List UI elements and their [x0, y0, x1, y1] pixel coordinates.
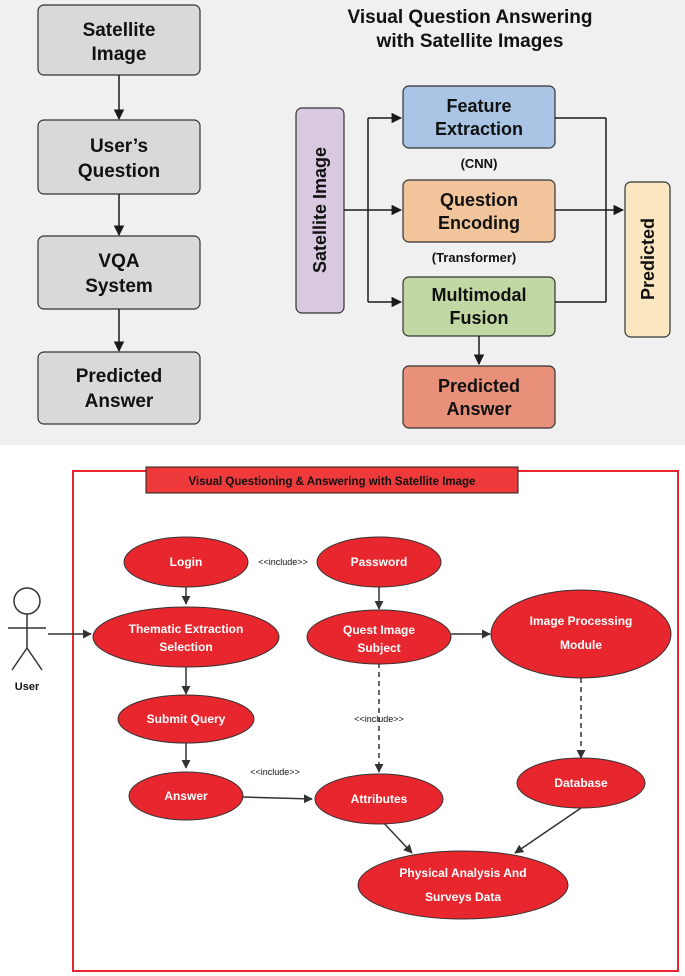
left-box-predicted-answer-line2: Answer [85, 391, 154, 412]
left-box-vqa-system [37, 235, 201, 310]
usecase-thematic-label-2: Selection [159, 640, 212, 654]
usecase-attributes-label: Attributes [351, 792, 408, 806]
satellite-image-input-label: Satellite Image [310, 147, 330, 273]
multimodal-fusion-line1: Multimodal [432, 285, 527, 305]
usecase-physical-analysis [357, 850, 569, 920]
left-box-satellite-image-line1: Satellite [83, 20, 156, 41]
usecase-imageproc-label-1: Image Processing [530, 614, 633, 628]
left-box-users-question-line1: User’s [90, 136, 148, 157]
predicted-output-box [624, 181, 671, 338]
include-label-login-password: <<include>> [258, 557, 308, 567]
usecase-physical-label-2: Surveys Data [425, 890, 501, 904]
usecase-answer [128, 771, 244, 821]
usecase-database [516, 757, 646, 809]
svg-text:with Satellite Images: with Satellite Images [376, 31, 564, 52]
include-label-quest-attributes: <<include>> [354, 714, 404, 724]
usecase-quest-label-1: Quest Image [343, 623, 415, 637]
usecase-connectors [48, 586, 586, 854]
arrow-answer-to-attributes [242, 794, 313, 804]
actor-head [13, 587, 41, 615]
actor-user: User [8, 587, 46, 693]
usecase-thematic-extraction [92, 606, 280, 668]
usecase-login-label: Login [170, 555, 203, 569]
predicted-answer-line1: Predicted [438, 376, 520, 396]
right-architecture: Satellite Image Feature Extraction (CNN)… [295, 85, 671, 429]
usecase-title-bar [145, 466, 519, 494]
left-box-users-question-line2: Question [78, 161, 160, 182]
usecase-title: Visual Questioning & Answering with Sate… [189, 476, 476, 488]
arrow-database-to-physical [514, 807, 582, 854]
usecase-quest-label-2: Subject [357, 641, 400, 655]
feature-extraction-box [402, 85, 556, 149]
left-flow: Satellite Image User’s Question VQA Syst… [37, 4, 201, 425]
question-encoding-line2: Encoding [438, 213, 520, 233]
usecase-frame: Visual Questioning & Answering with Sate… [72, 466, 679, 972]
svg-text:Visual Question Answering: Visual Question Answering [348, 7, 593, 28]
usecase-database-label: Database [554, 776, 608, 790]
left-box-users-question [37, 119, 201, 195]
predicted-answer-box [402, 365, 556, 429]
usecase-thematic-label-1: Thematic Extraction [129, 622, 244, 636]
actor-left-leg [11, 647, 28, 671]
usecase-physical-label-1: Physical Analysis And [399, 866, 526, 880]
feature-extraction-line1: Feature [446, 96, 511, 116]
left-box-predicted-answer [37, 351, 201, 425]
top-title: Visual Question Answering with Satellite… [348, 7, 593, 52]
bottom-panel-background [0, 445, 685, 976]
left-box-vqa-system-line2: System [85, 276, 153, 297]
feature-extraction-line2: Extraction [435, 119, 523, 139]
usecase-password [316, 536, 442, 588]
usecase-login [123, 536, 249, 588]
actor-right-leg [26, 647, 43, 671]
arrow-attributes-to-physical [379, 818, 413, 854]
multimodal-fusion-line2: Fusion [450, 308, 509, 328]
question-encoding-line1: Question [440, 190, 518, 210]
usecase-submit-query [117, 694, 255, 744]
feature-extraction-note: (CNN) [461, 156, 498, 171]
usecase-imageproc-label-2: Module [560, 638, 602, 652]
usecase-image-processing [490, 589, 672, 679]
actor-label: User [15, 681, 40, 693]
usecase-attributes [314, 773, 444, 825]
left-box-predicted-answer-line1: Predicted [76, 366, 163, 387]
usecase-nodes: Login Password Thematic Extraction Selec… [92, 536, 672, 920]
usecase-answer-label: Answer [164, 789, 208, 803]
include-labels: <<include>> <<include>> <<include>> [250, 557, 404, 777]
include-label-answer-attributes: <<include>> [250, 767, 300, 777]
usecase-submit-query-label: Submit Query [147, 712, 226, 726]
usecase-password-label: Password [351, 555, 408, 569]
question-encoding-note: (Transformer) [432, 250, 517, 265]
left-box-satellite-image-line2: Image [92, 44, 147, 65]
left-box-vqa-system-line1: VQA [98, 251, 139, 272]
predicted-output-label: Predicted [638, 218, 658, 300]
usecase-quest-image-subject [306, 609, 452, 665]
predicted-answer-line2: Answer [446, 399, 511, 419]
question-encoding-box [402, 179, 556, 243]
